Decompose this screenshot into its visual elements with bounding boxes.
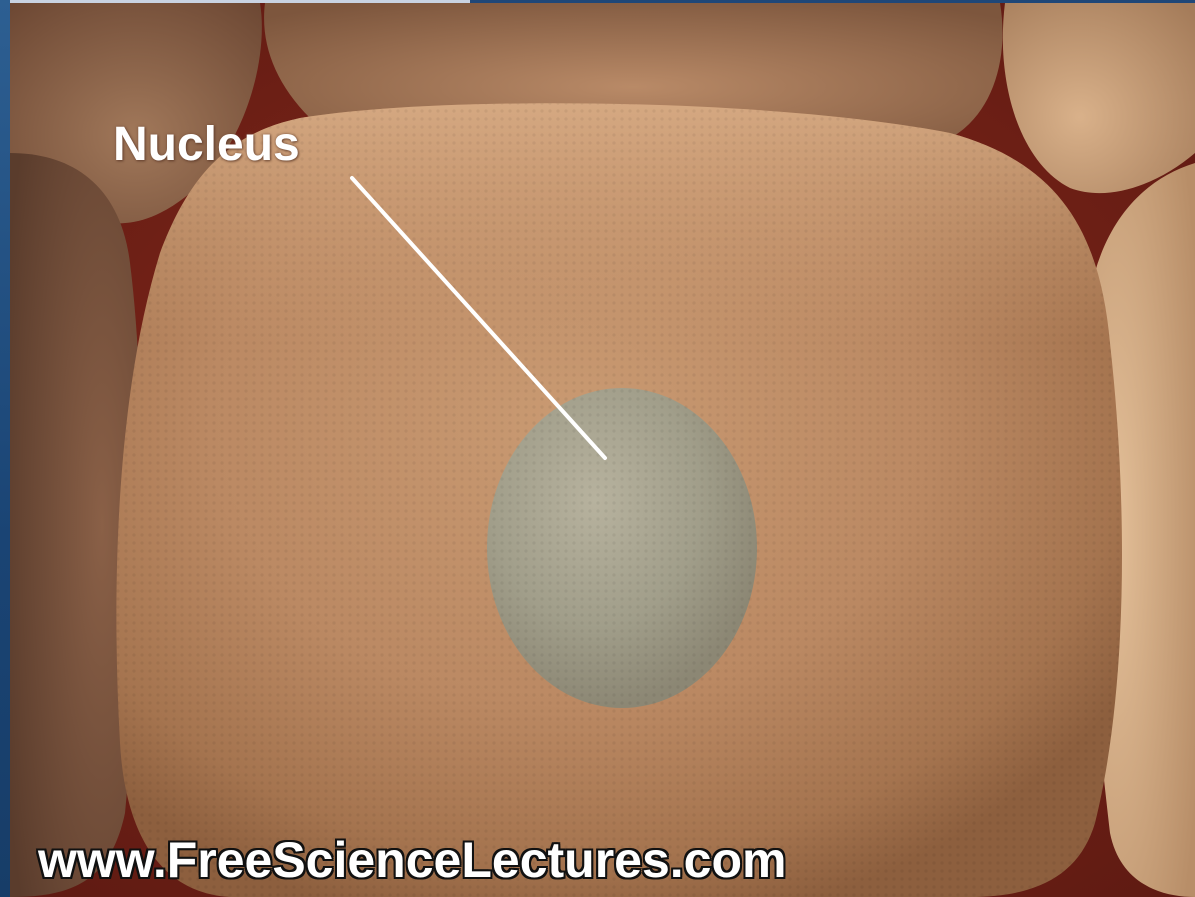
nucleus-label: Nucleus [113, 117, 300, 172]
watermark-url: www.FreeScienceLectures.com [38, 831, 786, 889]
window-left-edge [0, 0, 10, 897]
